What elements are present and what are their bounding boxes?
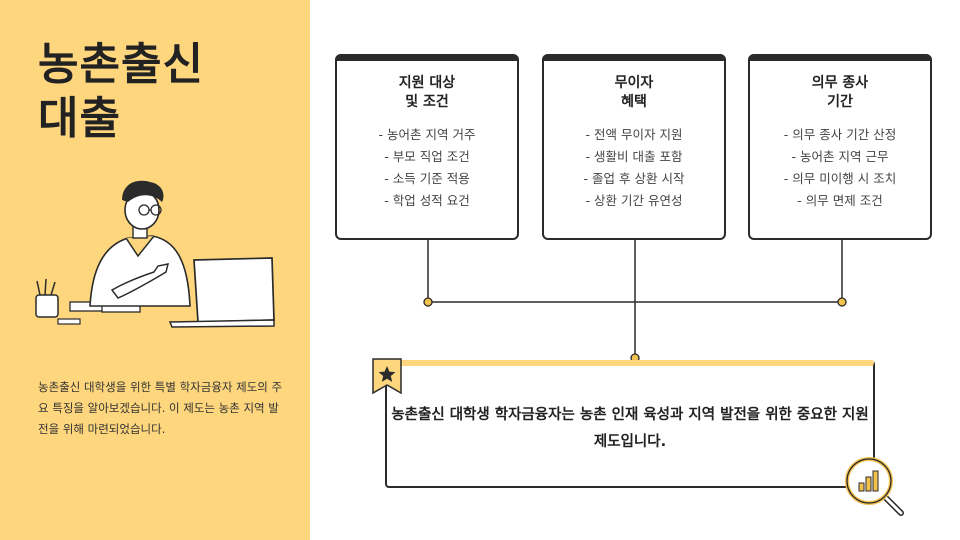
card-item: - 의무 면제 조건 — [797, 193, 883, 208]
left-panel: 농촌출신 대출 농촌출신 대학생을 위한 특별 학자금융자 제도의 주요 특징을… — [0, 0, 310, 540]
card-title-line-2: 기간 — [827, 94, 853, 110]
card-title-line-2: 혜택 — [621, 94, 647, 110]
card-title-line-1: 지원 대상 — [398, 75, 456, 91]
card-item: - 전액 무이자 지원 — [585, 127, 683, 142]
page-title: 농촌출신 대출 — [38, 38, 204, 146]
title-line-1: 농촌출신 — [38, 39, 204, 90]
magnifier-chart-icon — [845, 457, 904, 516]
card-item: - 소득 기준 적용 — [384, 171, 470, 186]
card-item: - 의무 미이행 시 조치 — [783, 171, 897, 186]
card-item: - 졸업 후 상환 시작 — [583, 171, 685, 186]
card-item: - 농어촌 지역 거주 — [378, 127, 476, 142]
intro-text: 농촌출신 대학생을 위한 특별 학자금융자 제도의 주요 특징을 알아보겠습니다… — [38, 380, 283, 436]
card-item: - 학업 성적 요건 — [384, 193, 470, 208]
title-line-2: 대출 — [38, 93, 121, 144]
card-title-line-2: 및 조건 — [405, 94, 449, 110]
card-title-line-1: 무이자 — [614, 75, 654, 91]
card-item-list: - 의무 종사 기간 산정 - 농어촌 지역 근무 - 의무 미이행 시 조치 … — [750, 124, 930, 212]
connector-dot — [423, 297, 433, 307]
card-title: 의무 종사 기간 — [750, 74, 930, 112]
card-item: - 생활비 대출 포함 — [585, 149, 683, 164]
star-icon — [372, 358, 402, 394]
card-item: - 의무 종사 기간 산정 — [783, 127, 897, 142]
card-service-period: 의무 종사 기간 - 의무 종사 기간 산정 - 농어촌 지역 근무 - 의무 … — [748, 54, 932, 240]
summary-text: 농촌출신 대학생 학자금융자는 농촌 인재 육성과 지역 발전을 위한 중요한 … — [391, 407, 869, 450]
student-at-desk-illustration — [35, 180, 275, 328]
card-item: - 농어촌 지역 근무 — [791, 149, 889, 164]
card-title: 무이자 혜택 — [544, 74, 724, 112]
card-item: - 상환 기간 유연성 — [585, 193, 683, 208]
connector-dot — [837, 297, 847, 307]
summary-box: 농촌출신 대학생 학자금융자는 농촌 인재 육성과 지역 발전을 위한 중요한 … — [385, 360, 875, 488]
card-item-list: - 전액 무이자 지원 - 생활비 대출 포함 - 졸업 후 상환 시작 - 상… — [544, 124, 724, 212]
card-title-line-1: 의무 종사 — [811, 75, 869, 91]
card-title: 지원 대상 및 조건 — [337, 74, 517, 112]
card-interest-free: 무이자 혜택 - 전액 무이자 지원 - 생활비 대출 포함 - 졸업 후 상환… — [542, 54, 726, 240]
card-support-eligibility: 지원 대상 및 조건 - 농어촌 지역 거주 - 부모 직업 조건 - 소득 기… — [335, 54, 519, 240]
card-item-list: - 농어촌 지역 거주 - 부모 직업 조건 - 소득 기준 적용 - 학업 성… — [337, 124, 517, 212]
card-item: - 부모 직업 조건 — [384, 149, 470, 164]
